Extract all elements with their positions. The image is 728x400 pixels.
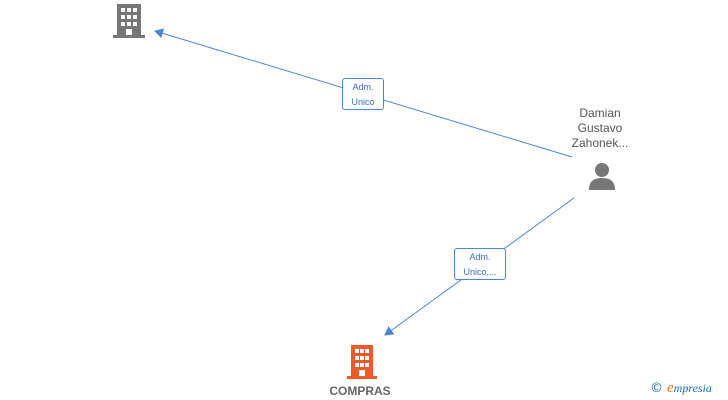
person-node[interactable] — [588, 162, 616, 195]
copyright-symbol: © — [650, 381, 663, 396]
brand-name: mpresia — [673, 381, 712, 395]
company-top-node[interactable] — [113, 4, 145, 43]
edge-label-bottom: Adm. Unico,... — [454, 248, 506, 280]
company-main-label[interactable]: COMPRAS — [329, 384, 391, 398]
company-main-node[interactable] — [347, 345, 377, 384]
edge-label-top: Adm. Unico — [342, 78, 384, 110]
building-icon — [113, 4, 145, 38]
brand-initial: e — [667, 380, 674, 396]
person-name[interactable]: Damian Gustavo Zahonek... — [555, 106, 645, 151]
edge-label-top-line-1: Adm. — [352, 82, 374, 92]
person-name-line-1: Damian — [579, 106, 621, 120]
empresia-watermark: © empresia — [650, 380, 712, 397]
edge-label-top-line-2: Unico — [351, 97, 375, 107]
person-icon — [589, 163, 615, 190]
building-icon — [347, 345, 377, 379]
person-name-line-3: Zahonek... — [571, 136, 629, 150]
edge-label-bottom-line-2: Unico,... — [463, 267, 497, 277]
edge-label-bottom-line-1: Adm. — [469, 252, 491, 262]
person-name-line-2: Gustavo — [577, 121, 623, 135]
